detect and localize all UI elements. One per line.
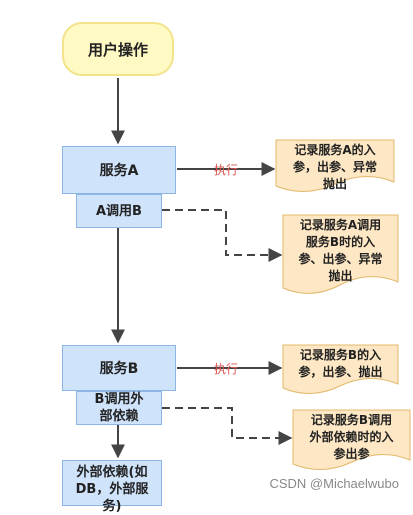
external-line: 外部依赖(如 [76, 465, 148, 480]
note-line: 抛出 [328, 269, 353, 283]
watermark: CSDN @Michaelwubo [269, 476, 399, 491]
arrow-b-call [162, 407, 293, 445]
note-line: 记录服务B调用 [310, 413, 393, 427]
note-line: 参，出参、异常 [292, 160, 377, 174]
note-b-exec: 记录服务B的入 参，出参、抛出 [283, 345, 398, 381]
note-line: 外部依赖时的入 [309, 430, 394, 444]
b-calls-external-line: B调用外 [94, 392, 144, 407]
connector-layer [111, 78, 411, 470]
note-shape-a-exec [275, 139, 395, 192]
note-line: 抛出 [322, 177, 347, 191]
start-node-user-action: 用户操作 [62, 22, 174, 76]
note-b-call: 记录服务B调用 外部依赖时的入 参出参 [293, 410, 410, 463]
note-line: 记录服务B的入 [299, 348, 382, 362]
b-calls-external-box: B调用外 部依赖 [76, 391, 162, 425]
note-shape-b-exec [282, 344, 399, 394]
external-line: DB，外部服 [75, 482, 149, 497]
service-a-label: 服务A [99, 163, 139, 179]
note-a-exec: 记录服务A的入 参，出参、异常 抛出 [276, 140, 394, 193]
exec-label-a: 执行 [214, 163, 239, 177]
service-a-box: 服务A [62, 146, 176, 194]
exec-label-b: 执行 [214, 362, 239, 376]
note-shape-b-call [292, 409, 411, 470]
start-label: 用户操作 [87, 40, 148, 59]
a-calls-b-box: A调用B [76, 194, 162, 228]
note-line: 参，出参、抛出 [298, 365, 383, 379]
service-b-label: 服务B [99, 361, 139, 377]
external-dependency-box: 外部依赖(如 DB，外部服 务) [62, 460, 162, 514]
note-line: 记录服务A的入 [294, 143, 376, 157]
note-shape-a-call [282, 214, 399, 294]
note-a-call: 记录服务A调用 服务B时的入 参、出参、异常 抛出 [283, 215, 398, 285]
service-b-box: 服务B [62, 345, 176, 391]
note-line: 记录服务A调用 [299, 218, 382, 232]
arrow-a-call [162, 209, 283, 262]
note-line: 参出参 [333, 447, 370, 461]
b-calls-external-line: 部依赖 [99, 409, 139, 424]
note-line: 服务B时的入 [305, 235, 376, 249]
note-line: 参、出参、异常 [298, 252, 383, 266]
a-calls-b-label: A调用B [96, 203, 142, 219]
external-line: 务) [102, 499, 122, 514]
